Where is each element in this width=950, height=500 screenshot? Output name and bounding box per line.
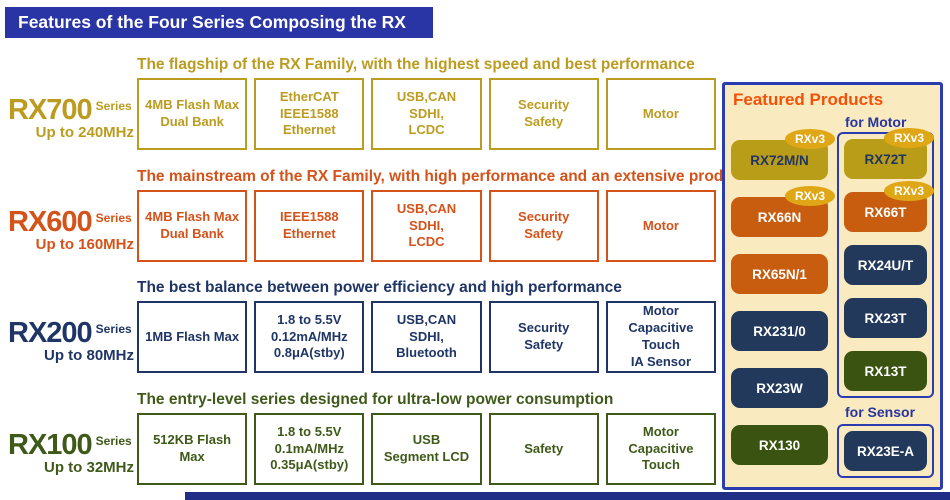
product-chip-label: RX23T — [864, 310, 907, 326]
series-word: Series — [95, 434, 132, 448]
product-chip: RX72M/N RXv3 — [731, 129, 835, 180]
series-name-text: RX200 — [8, 317, 93, 349]
feature-box: Safety — [488, 413, 599, 485]
product-chip: RX65N/1 — [731, 254, 828, 294]
product-chip-label: RX130 — [758, 437, 801, 453]
feature-box: EtherCAT IEEE1588 Ethernet — [254, 78, 365, 150]
series-speed: Up to 160MHz — [35, 236, 134, 253]
product-chip-label: RX24U/T — [857, 257, 914, 273]
feature-box: USB,CAN SDHI, LCDC — [371, 190, 482, 262]
feature-box: 1.8 to 5.5V 0.12mA/MHz 0.8μA(stby) — [254, 301, 365, 373]
rxv3-badge: RXv3 — [785, 129, 835, 149]
series-headline: The flagship of the RX Family, with the … — [137, 56, 695, 73]
feature-boxes: 1MB Flash Max 1.8 to 5.5V 0.12mA/MHz 0.8… — [137, 301, 717, 373]
series-headline: The mainstream of the RX Family, with hi… — [137, 168, 797, 185]
feature-box: Security Safety — [488, 190, 599, 262]
series-speed: Up to 32MHz — [44, 459, 134, 476]
series-word: Series — [95, 211, 132, 225]
product-chip-label: RX231/0 — [753, 323, 806, 339]
feature-box: 1MB Flash Max — [137, 301, 248, 373]
series-headline: The entry-level series designed for ultr… — [137, 391, 614, 408]
product-chip: RX231/0 — [731, 311, 828, 351]
feature-box: 4MB Flash Max Dual Bank — [137, 78, 248, 150]
for-sensor-group: RX23E-A — [837, 424, 934, 478]
product-chip: RX130 — [731, 425, 828, 465]
series-speed: Up to 80MHz — [44, 347, 134, 364]
feature-box: 4MB Flash Max Dual Bank — [137, 190, 248, 262]
series-name-text: RX600 — [8, 206, 93, 238]
product-chip-label: RX23W — [756, 380, 803, 396]
product-chip: RX23E-A — [844, 431, 927, 471]
feature-box: Motor Capacitive Touch — [605, 413, 717, 485]
for-motor-label: for Motor — [845, 114, 907, 130]
product-chip: RX24U/T — [844, 245, 927, 285]
product-chip: RX13T — [844, 351, 927, 391]
series-speed: Up to 240MHz — [35, 124, 134, 141]
page-title: Features of the Four Series Composing th… — [5, 7, 433, 63]
feature-box: Security Safety — [488, 78, 599, 150]
rxv3-badge: RXv3 — [884, 181, 934, 201]
featured-products-panel: Featured Products RX72M/N RXv3 RX66N RXv… — [722, 82, 943, 490]
feature-boxes: 4MB Flash Max Dual Bank IEEE1588 Etherne… — [137, 190, 717, 262]
featured-products-title: Featured Products — [733, 90, 884, 109]
product-chip-label: RX66N — [757, 209, 802, 225]
product-chip: RX66N RXv3 — [731, 186, 835, 237]
product-chip-label: RX23E-A — [856, 443, 915, 459]
feature-box: Motor Capacitive Touch IA Sensor — [605, 301, 717, 373]
feature-box: USB Segment LCD — [371, 413, 482, 485]
feature-box: Motor — [605, 78, 717, 150]
product-chip: RX72T RXv3 — [844, 128, 934, 179]
feature-box: 1.8 to 5.5V 0.1mA/MHz 0.35μA(stby) — [254, 413, 365, 485]
series-word: Series — [95, 99, 132, 113]
rxv3-badge: RXv3 — [785, 186, 835, 206]
series-headline: The best balance between power efficienc… — [137, 279, 622, 296]
product-chip: RX23W — [731, 368, 828, 408]
feature-box: IEEE1588 Ethernet — [254, 190, 365, 262]
product-chip-label: RX72M/N — [750, 152, 809, 168]
feature-box: USB,CAN SDHI, LCDC — [371, 78, 482, 150]
bottom-divider-bar — [185, 492, 950, 500]
product-chip: RX66T RXv3 — [844, 181, 934, 232]
feature-box: 512KB Flash Max — [137, 413, 248, 485]
feature-box: Security Safety — [488, 301, 599, 373]
rxv3-badge: RXv3 — [884, 128, 934, 148]
for-sensor-label: for Sensor — [845, 404, 916, 420]
feature-box: Motor — [605, 190, 717, 262]
product-chip-label: RX65N/1 — [752, 266, 807, 282]
feature-boxes: 4MB Flash Max Dual Bank EtherCAT IEEE158… — [137, 78, 717, 150]
series-name-text: RX700 — [8, 94, 93, 126]
series-name-text: RX100 — [8, 429, 93, 461]
featured-right-column: for Motor RX72T RXv3 RX66T RXv3 RX24U/T … — [837, 114, 934, 478]
series-word: Series — [95, 322, 132, 336]
product-chip-label: RX66T — [864, 204, 907, 220]
product-chip-label: RX13T — [864, 363, 907, 379]
product-chip: RX23T — [844, 298, 927, 338]
product-chip-label: RX72T — [864, 151, 907, 167]
feature-box: USB,CAN SDHI, Bluetooth — [371, 301, 482, 373]
feature-boxes: 512KB Flash Max 1.8 to 5.5V 0.1mA/MHz 0.… — [137, 413, 717, 485]
for-motor-group: RX72T RXv3 RX66T RXv3 RX24U/T RX23T RX13 — [837, 128, 934, 398]
featured-left-column: RX72M/N RXv3 RX66N RXv3 RX65N/1 RX231/0 … — [731, 129, 835, 478]
